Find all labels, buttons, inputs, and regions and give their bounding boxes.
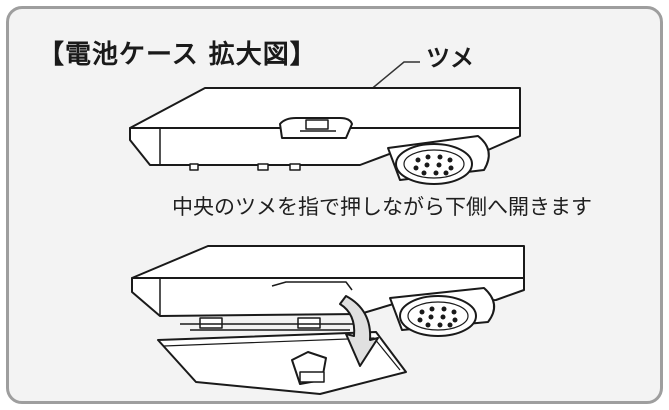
device-top-face-open (131, 245, 525, 279)
speaker-grille-open (389, 287, 495, 337)
closed-battery-case (129, 87, 521, 185)
speaker-grille (387, 135, 490, 185)
battery-lid (157, 331, 407, 395)
latch-tab (279, 117, 353, 139)
instruction-text: 中央のツメを指で押しながら下側へ開きます (172, 195, 592, 219)
diagram-title: 【電池ケース 拡大図】 (38, 40, 317, 70)
latch-callout-label: ツメ (426, 44, 474, 72)
battery-compartment (180, 317, 360, 331)
open-direction-arrow (339, 295, 379, 367)
open-battery-case (131, 245, 525, 395)
